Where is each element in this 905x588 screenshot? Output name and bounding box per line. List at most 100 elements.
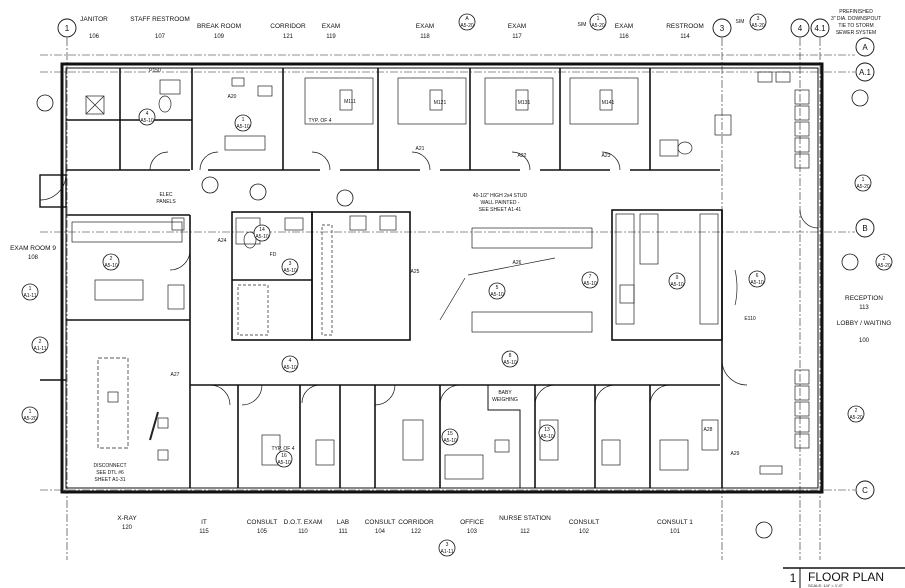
grid-col-3: 3 [720,24,725,33]
room-number-break-room: 109 [214,34,225,40]
note-elec-1: ELEC [159,192,172,198]
room-name-x-ray: X-RAY [117,515,137,522]
room-number-restroom-114: 114 [680,34,690,40]
section-sheet: A1-11 [441,549,454,555]
note-sim-1: SIM [578,22,587,28]
elevation-id: 7 [589,274,592,280]
interior-walls [66,68,723,488]
fixtures [71,71,810,480]
elevation-id: 9 [676,275,679,281]
tag: A21 [416,146,425,152]
tag: A20 [228,94,237,100]
note-wall-3: SEE SHEET A1-41 [479,207,522,213]
elevation-sheet: A5-10 [283,365,297,371]
grid-col-4-1: 4.1 [814,24,826,33]
section-id: 2 [883,256,886,262]
room-number-exam-118: 118 [420,34,430,40]
room-name-consult-102: CONSULT [569,519,600,526]
room-number-janitor: 106 [89,34,100,40]
note-downspout-4: SEWER SYSTEM [836,30,876,36]
elevation-id: 3 [289,261,292,267]
section-id: 2 [39,339,42,345]
note-downspout-2: 3" DIA. DOWNSPOUT [831,16,881,22]
room-name-lobby: LOBBY / WAITING [837,320,892,327]
room-number-consult-105: 105 [257,529,268,535]
grid-col-4: 4 [798,24,803,33]
tag: M121 [434,100,447,106]
room-number-dot-exam: 110 [298,529,308,535]
room-name-consult-101: CONSULT 1 [657,519,693,526]
title-number: 1 [790,571,797,585]
elevation-sheet: A5-10 [443,438,457,444]
elevation-sheet: A5-10 [236,124,250,130]
elevation-sheet: A5-10 [277,460,291,466]
room-number-office: 103 [467,529,478,535]
note-downspout-3: TIE TO STORM [838,23,873,29]
tag: A25 [411,269,420,275]
room-name-nurse-station: NURSE STATION [499,515,551,522]
tag: A22 [518,153,527,159]
section-sheet: A5-20 [856,184,870,190]
room-number-corridor-122: 122 [411,529,422,535]
grid-col-1: 1 [65,24,70,33]
elevation-sheet: A5-10 [540,434,554,440]
elevation-id: 13 [544,427,550,433]
door-swings [39,151,819,406]
room-number-x-ray: 120 [122,525,133,531]
room-number-it: 115 [199,529,209,535]
tag: M141 [602,100,615,106]
room-number-exam-116: 116 [619,34,629,40]
section-id: 1 [597,16,600,22]
room-name-consult-105: CONSULT [247,519,278,526]
grid-row-a: A [862,43,868,52]
elevation-sheet: A5-10 [670,282,684,288]
note-typ4-bottom: TYP. OF 4 [272,446,295,452]
elevation-id: 2 [110,256,113,262]
room-name-consult-104: CONSULT [365,519,396,526]
section-id: 1 [29,286,32,292]
title-block [783,567,905,588]
note-sim-2: SIM [736,19,745,25]
note-disconnect-3: SHEET A1-31 [94,477,125,483]
section-sheet: A5-20 [751,23,765,29]
elevation-id: 16 [281,453,287,459]
section-sheet: A5-20 [849,415,863,421]
room-name-lab: LAB [337,519,349,526]
note-downspout-1: PREFINISHED [839,9,873,15]
note-baby-2: WEIGHING [492,397,518,403]
grid-row-c: C [862,486,868,495]
tag: A27 [171,372,180,378]
section-sheet: A5-20 [877,263,891,269]
room-number-exam-119: 119 [326,34,336,40]
note-fd: FD [270,252,277,258]
room-name-exam-room-9: EXAM ROOM 9 [10,245,56,252]
room-name-exam-117: EXAM [508,23,526,30]
section-sheet: A1-11 [34,346,47,352]
section-sheet: A1-11 [24,293,37,299]
room-number-lab: 111 [338,529,348,535]
title-scale: SCALE: 1/4" = 1'-0" [808,583,843,588]
elevation-id: 6 [756,273,759,279]
grid-row-b: B [862,224,867,233]
elevation-id: 4 [289,358,292,364]
room-number-staff-restroom: 107 [155,34,166,40]
room-number-nurse-station: 112 [520,529,530,535]
room-name-restroom-114: RESTROOM [666,23,704,30]
room-name-exam-118: EXAM [416,23,434,30]
elevation-sheet: A5-10 [104,263,118,269]
note-disconnect-2: SEE DTL #6 [96,470,124,476]
exterior-walls [39,62,824,494]
tag: A26 [513,260,522,266]
note-elec-2: PANELS [156,199,176,205]
elevation-sheet: A5-10 [255,234,269,240]
tag: A23 [602,153,611,159]
room-number-reception: 113 [859,305,869,311]
elevation-id: 1 [242,117,245,123]
note-disconnect-1: DISCONNECT [93,463,126,469]
title-label: FLOOR PLAN [808,570,884,584]
elevation-id: 5 [496,285,499,291]
room-name-break-room: BREAK ROOM [197,23,241,30]
section-id: 2 [855,408,858,414]
room-number-consult-104: 104 [375,529,386,535]
room-name-corridor-122: CORRIDOR [398,519,434,526]
